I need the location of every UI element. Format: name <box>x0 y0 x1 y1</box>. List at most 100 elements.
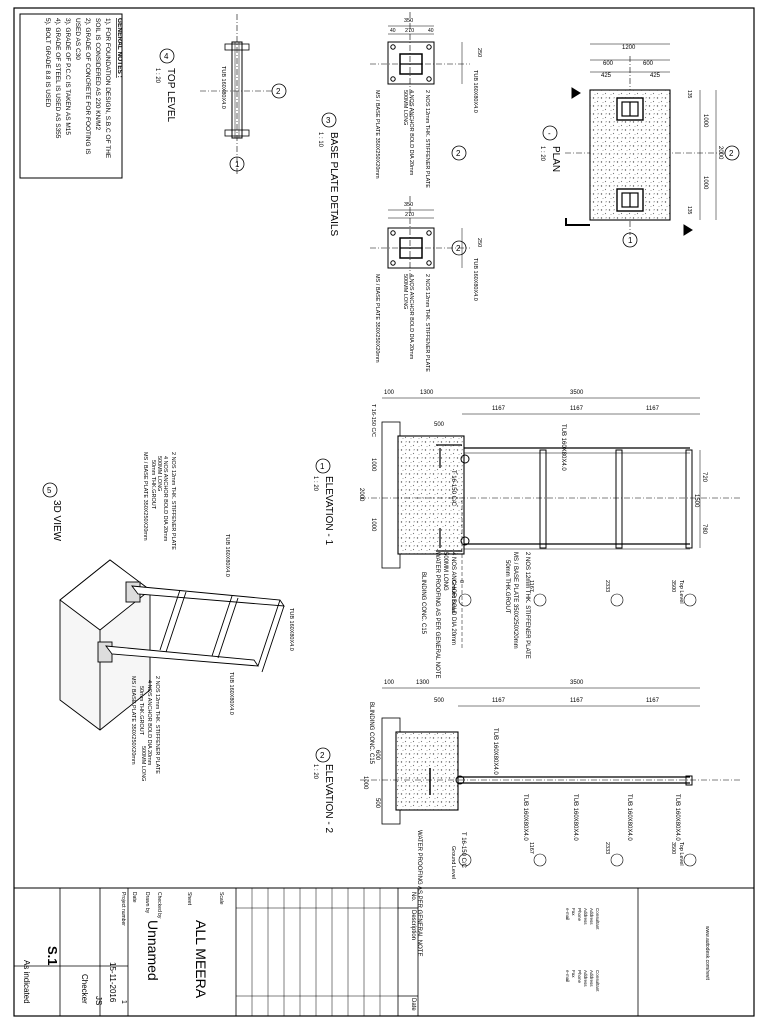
dim: 2000 <box>717 146 723 160</box>
label-stiffener: 2 NOS 12mm THK. STIFFENER PLATE <box>170 452 176 550</box>
scale-label: Scale <box>218 892 224 905</box>
dim: 1000 <box>362 776 368 790</box>
view-marker <box>42 482 58 498</box>
level: 2333 <box>604 580 610 592</box>
label-anchor: 4 NOS ANCHOR BOLD DIA 20mm <box>450 552 456 645</box>
dim: 135 <box>686 206 692 215</box>
revision-date-header: Date <box>410 998 416 1011</box>
level: 3500 <box>670 580 676 592</box>
dim: 500 <box>434 422 445 428</box>
project-title: ALL MEERA <box>193 920 209 999</box>
label-tub: TUB 160X80X4.0 <box>674 794 680 841</box>
dim: 135 <box>686 90 692 99</box>
consultant-line: Phone <box>577 970 582 984</box>
dim: 1300 <box>416 680 430 686</box>
consultant-line: Phone <box>577 908 582 922</box>
consultant-line: Consultant <box>595 908 600 930</box>
dim: 425 <box>601 73 612 79</box>
note-line: 2). GRADE OF CONCRETE FOR FOOTING IS <box>84 18 91 155</box>
dim: 3500 <box>570 390 584 396</box>
level: 2333 <box>604 842 610 854</box>
consultant-line: Address <box>589 970 594 987</box>
dim: 500 <box>374 798 380 809</box>
sheet-number: S.1 <box>45 946 60 966</box>
website: www.autodesk.com/revit <box>704 926 710 981</box>
grid-mark-1: 1 <box>628 236 633 245</box>
view-scale: 1 : 20 <box>539 146 545 162</box>
label-tub: TUB 160X80X4.0 <box>228 672 234 715</box>
label-waterproof: WATER PROOFING AS PER GENERAL NOTE <box>416 830 422 956</box>
consultant-block: Consultant Address Address Phone Fax e-m… <box>565 970 600 992</box>
note-line: USED AS C30 <box>74 18 81 60</box>
consultant-line: Address <box>589 908 594 925</box>
label-base-plate: MS / BASE PLATE 350X250X20mm <box>130 676 136 765</box>
dim: 1167 <box>492 698 506 704</box>
elevation-1 <box>315 397 740 650</box>
label-stiffener: 2 NOS 12mm THK. STIFFENER PLATE <box>424 274 430 372</box>
dim: 1200 <box>622 45 636 51</box>
label-tub: TUB 160X80X4.0 <box>220 66 226 109</box>
dim: 780 <box>701 524 707 535</box>
dim: 250 <box>476 238 482 247</box>
general-notes: GENERAL NOTES : 1). FOR FOUNDATION DESIG… <box>19 13 123 179</box>
label-anchor-length: 500MM LONG <box>156 456 162 491</box>
view-number: 3 <box>326 116 331 125</box>
view-title-elevation-2: ELEVATION - 2 <box>323 764 334 834</box>
grid-mark-1: 1 <box>235 160 240 169</box>
label-anchor: 4 NOS ANCHOR BOLD DIA 20mm <box>408 90 414 176</box>
3d-view <box>59 559 285 731</box>
label-top-level: Top Level <box>678 580 684 604</box>
label-tub: TUB 160X80X4.0 <box>572 794 578 841</box>
label-top-level: Top Level <box>678 842 684 866</box>
dim: 350 <box>404 18 413 24</box>
dim: 720 <box>701 472 707 483</box>
title-block <box>14 887 754 1016</box>
elevation-2 <box>315 687 740 867</box>
level: 3500 <box>670 842 676 854</box>
dim: 270 <box>405 212 414 218</box>
label-base-plate: MS / BASE PLATE 350X250X20mm <box>142 452 148 541</box>
view-number: 2 <box>320 751 325 760</box>
grid-mark-2: 2 <box>456 244 461 253</box>
note-line: 4). GRADE OF STEEL IS USED AS S355 <box>54 18 61 139</box>
project-number-label: Project number <box>120 892 126 926</box>
view-title-top-level: TOP LEVEL <box>165 68 176 123</box>
view-scale: 1 : 20 <box>312 476 318 492</box>
note-line: 3). GRADE OF P.C.C IS TAKEN AS M15 <box>64 18 71 135</box>
top-level-view <box>159 14 287 175</box>
level: 1167 <box>528 842 534 854</box>
label-anchor: 4 NOS ANCHOR BOLD DIA 20mm <box>146 680 152 766</box>
dim: 1000 <box>370 518 376 532</box>
scale-value: As indicated <box>22 960 31 1004</box>
revision-description-header: Description <box>410 910 416 940</box>
drawn-by-label: Drawn by <box>144 892 150 914</box>
label-blinding: BLINDING CONC. C15 <box>368 702 374 765</box>
label-anchor-length: 500MM LONG <box>402 274 408 309</box>
consultant-line: Consultant <box>595 970 600 992</box>
label-rebar: T 16-150 C/C <box>450 470 456 507</box>
notes-heading: GENERAL NOTES : <box>116 18 123 78</box>
checked-by-label: Checked by <box>156 892 162 919</box>
view-title-3d: 3D VIEW <box>51 500 62 542</box>
label-anchor-length: 500MM LONG <box>402 90 408 125</box>
consultant-line: Address <box>583 970 588 987</box>
view-title-elevation-1: ELEVATION - 1 <box>323 476 334 546</box>
drawn-by-value: JS <box>94 996 103 1005</box>
dim: 270 <box>405 28 414 34</box>
view-number: - <box>548 129 551 138</box>
label-ground-level: Ground Level <box>450 846 456 879</box>
sheet-label: Sheet <box>186 892 192 906</box>
dim: 3500 <box>570 680 584 686</box>
label-tub: TUB 160X80X4.0 <box>626 794 632 841</box>
base-plate-upper <box>370 12 470 120</box>
dim: 1167 <box>492 406 506 412</box>
label-grout: 50mm THK.GROUT <box>150 460 156 510</box>
label-anchor: 4 NOS ANCHOR BOLD DIA 20mm <box>162 456 168 542</box>
consultant-block: Consultant Address Address Phone Fax e-m… <box>565 908 600 930</box>
label-anchor-length: 500MM LONG <box>442 552 448 591</box>
label-anchor-length: 500MM LONG <box>140 746 146 781</box>
view-scale: 1 : 10 <box>317 132 323 148</box>
view-scale: 1 : 20 <box>312 764 318 780</box>
label-anchor: 4 NOS ANCHOR BOLD DIA 20mm <box>408 274 414 360</box>
